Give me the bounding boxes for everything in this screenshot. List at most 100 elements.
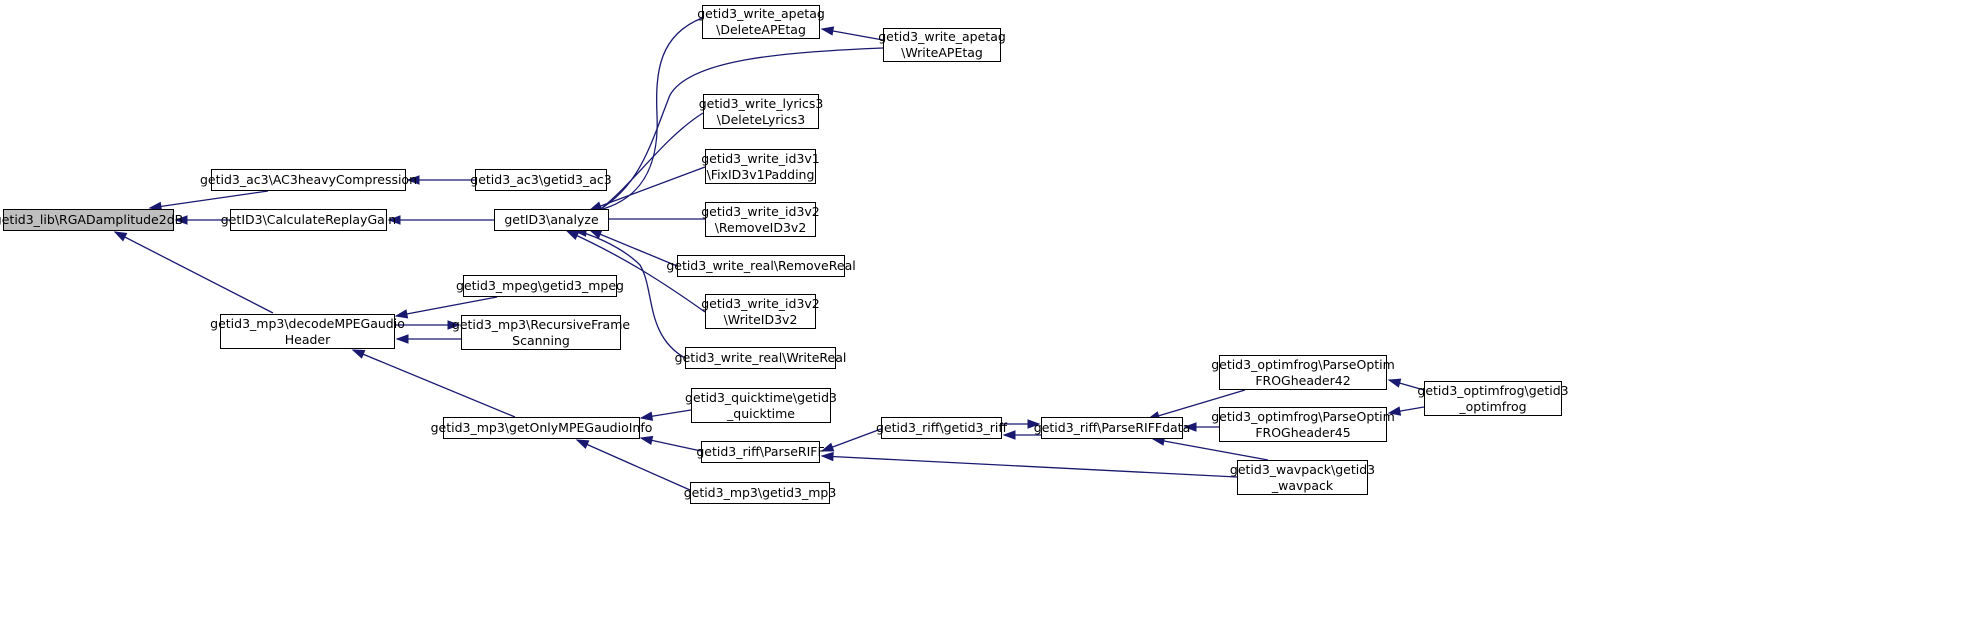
node-label: FROGheader42: [1255, 372, 1351, 388]
arrowhead-decodempeg-to-recursive: [447, 320, 461, 330]
node-analyze[interactable]: getID3\analyze: [494, 209, 609, 231]
node-label: _optimfrog: [1459, 398, 1527, 414]
node-quicktime[interactable]: getid3_quicktime\getid3_quicktime: [685, 388, 837, 423]
node-label: getid3_optimfrog\ParseOptim: [1211, 408, 1395, 424]
node-label: getID3\CalculateReplayGain: [220, 212, 397, 227]
arrowhead-recursive-to-decodempeg: [395, 334, 409, 344]
node-writeape[interactable]: getid3_write_apetag\WriteAPEtag: [878, 28, 1006, 62]
arrowhead-writeid3v2-to-analyze: [565, 230, 580, 241]
node-label: FROGheader45: [1255, 424, 1351, 440]
node-deleteape[interactable]: getid3_write_apetag\DeleteAPEtag: [697, 5, 825, 39]
node-replaygain[interactable]: getID3\CalculateReplayGain: [221, 209, 396, 231]
node-label: getid3_quicktime\getid3: [685, 389, 837, 405]
edge-deleteape-to-analyze: [589, 17, 703, 213]
node-wavpack[interactable]: getid3_wavpack\getid3_wavpack: [1230, 460, 1375, 495]
node-label: getid3_riff\ParseRIFFdata: [1033, 420, 1191, 435]
node-removereal[interactable]: getid3_write_real\RemoveReal: [666, 255, 856, 277]
node-label: Scanning: [512, 332, 570, 348]
node-label: getid3_ac3\getid3_ac3: [470, 172, 612, 187]
node-label: getid3_write_id3v2: [701, 295, 820, 311]
node-label: _wavpack: [1271, 477, 1334, 493]
node-label: \WriteID3v2: [723, 311, 798, 327]
node-label: getid3_mp3\getOnlyMPEGaudioInfo: [430, 420, 653, 435]
node-writeid3v2[interactable]: getid3_write_id3v2\WriteID3v2: [701, 294, 820, 329]
edge-writereal-to-analyze: [574, 230, 686, 359]
arrowhead-replaygain-to-rga: [174, 215, 188, 225]
node-fixid3v1[interactable]: getid3_write_id3v1\FixID3v1Padding: [701, 149, 820, 184]
node-label: Header: [284, 331, 331, 347]
node-label: getid3_riff\ParseRIFF: [696, 444, 825, 459]
node-label: getid3_write_real\WriteReal: [674, 350, 847, 365]
arrowhead-optim45-to-riffdata: [1183, 422, 1197, 432]
node-label: getid3_lib\RGADamplitude2dB: [0, 212, 184, 227]
edge-writeape-to-analyze: [589, 47, 884, 216]
node-label: getid3_mp3\getid3_mp3: [683, 485, 837, 500]
arrowhead-parseriff-to-onlympeg: [639, 435, 654, 446]
node-label: \DeleteLyrics3: [716, 111, 806, 127]
arrowhead-riff-to-parseriff: [820, 442, 835, 452]
node-optimfrog[interactable]: getid3_optimfrog\getid3_optimfrog: [1417, 381, 1569, 416]
edge-ac3heavy-to-rga: [149, 190, 269, 209]
node-riff[interactable]: getid3_riff\getid3_riff: [876, 417, 1007, 439]
node-label: getID3\analyze: [504, 212, 599, 227]
node-label: _quicktime: [727, 405, 795, 421]
arrowhead-onlympeg-to-decodempeg: [351, 349, 366, 359]
edge-mpeg-to-decodempeg: [395, 296, 498, 317]
node-mp3[interactable]: getid3_mp3\getid3_mp3: [684, 482, 836, 504]
node-label: getid3_riff\getid3_riff: [876, 420, 1007, 435]
node-label: getid3_mp3\RecursiveFrame: [451, 316, 631, 332]
arrowhead-optimfrog-to-optim42: [1387, 378, 1402, 388]
arrowhead-ac3-to-ac3heavy: [406, 175, 420, 185]
edge-fixid3v1-to-analyze: [589, 166, 706, 211]
node-deletelyrics[interactable]: getid3_write_lyrics3\DeleteLyrics3: [699, 94, 823, 129]
arrowhead-decodempeg-to-rga: [113, 231, 128, 242]
edge-wavpack-to-parseriff: [821, 455, 1238, 478]
node-label: getid3_ac3\AC3heavyCompression: [199, 172, 418, 187]
node-writereal[interactable]: getid3_write_real\WriteReal: [675, 347, 846, 369]
arrowhead-riff-to-riffdata: [1027, 419, 1041, 429]
node-label: getid3_write_apetag: [697, 6, 825, 21]
node-removeid3v2[interactable]: getid3_write_id3v2\RemoveID3v2: [701, 202, 820, 237]
node-label: getid3_mp3\decodeMPEGaudio: [210, 315, 405, 331]
edge-writeid3v2-to-analyze: [566, 230, 706, 313]
arrowhead-writeape-to-deleteape: [820, 26, 835, 36]
arrowhead-quicktime-to-onlympeg: [639, 411, 654, 421]
node-label: getid3_write_id3v2: [701, 203, 820, 219]
edge-decodempeg-to-rga: [114, 231, 274, 314]
node-label: getid3_wavpack\getid3: [1229, 461, 1376, 477]
node-ac3[interactable]: getid3_ac3\getid3_ac3: [470, 169, 612, 191]
edge-wavpack-to-riffdata: [1152, 438, 1269, 461]
node-riffdata[interactable]: getid3_riff\ParseRIFFdata: [1034, 417, 1190, 439]
node-label: getid3_write_real\RemoveReal: [666, 258, 856, 273]
arrowhead-mp3-to-onlympeg: [575, 439, 590, 449]
node-rga[interactable]: getid3_lib\RGADamplitude2dB: [0, 209, 183, 231]
node-label: getid3_optimfrog\getid3: [1417, 382, 1569, 398]
node-label: getid3_mpeg\getid3_mpeg: [456, 278, 624, 293]
arrowhead-riffdata-to-riff: [1002, 430, 1016, 440]
node-label: \FixID3v1Padding: [706, 166, 815, 182]
edge-mp3-to-onlympeg: [576, 439, 691, 491]
node-parseriff[interactable]: getid3_riff\ParseRIFF: [696, 441, 825, 463]
edge-removereal-to-analyze: [589, 229, 678, 267]
node-onlympeg[interactable]: getid3_mp3\getOnlyMPEGaudioInfo: [431, 417, 652, 439]
node-label: getid3_optimfrog\ParseOptim: [1211, 356, 1395, 372]
edge-optim42-to-riffdata: [1147, 389, 1246, 420]
node-label: getid3_write_apetag: [878, 29, 1006, 44]
arrowhead-wavpack-to-parseriff: [820, 451, 834, 462]
arrowhead-optimfrog-to-optim45: [1387, 406, 1402, 416]
node-ac3heavy[interactable]: getid3_ac3\AC3heavyCompression: [200, 169, 417, 191]
edge-onlympeg-to-decodempeg: [352, 349, 516, 418]
arrowhead-analyze-to-replaygain: [387, 215, 401, 225]
node-label: \WriteAPEtag: [901, 45, 983, 60]
node-label: getid3_write_lyrics3: [698, 95, 824, 111]
node-label: getid3_write_id3v1: [701, 150, 820, 166]
edge-deletelyrics-to-analyze: [589, 112, 704, 218]
node-label: \RemoveID3v2: [714, 219, 807, 235]
node-label: \DeleteAPEtag: [716, 22, 806, 37]
node-mpeg[interactable]: getid3_mpeg\getid3_mpeg: [456, 275, 624, 297]
